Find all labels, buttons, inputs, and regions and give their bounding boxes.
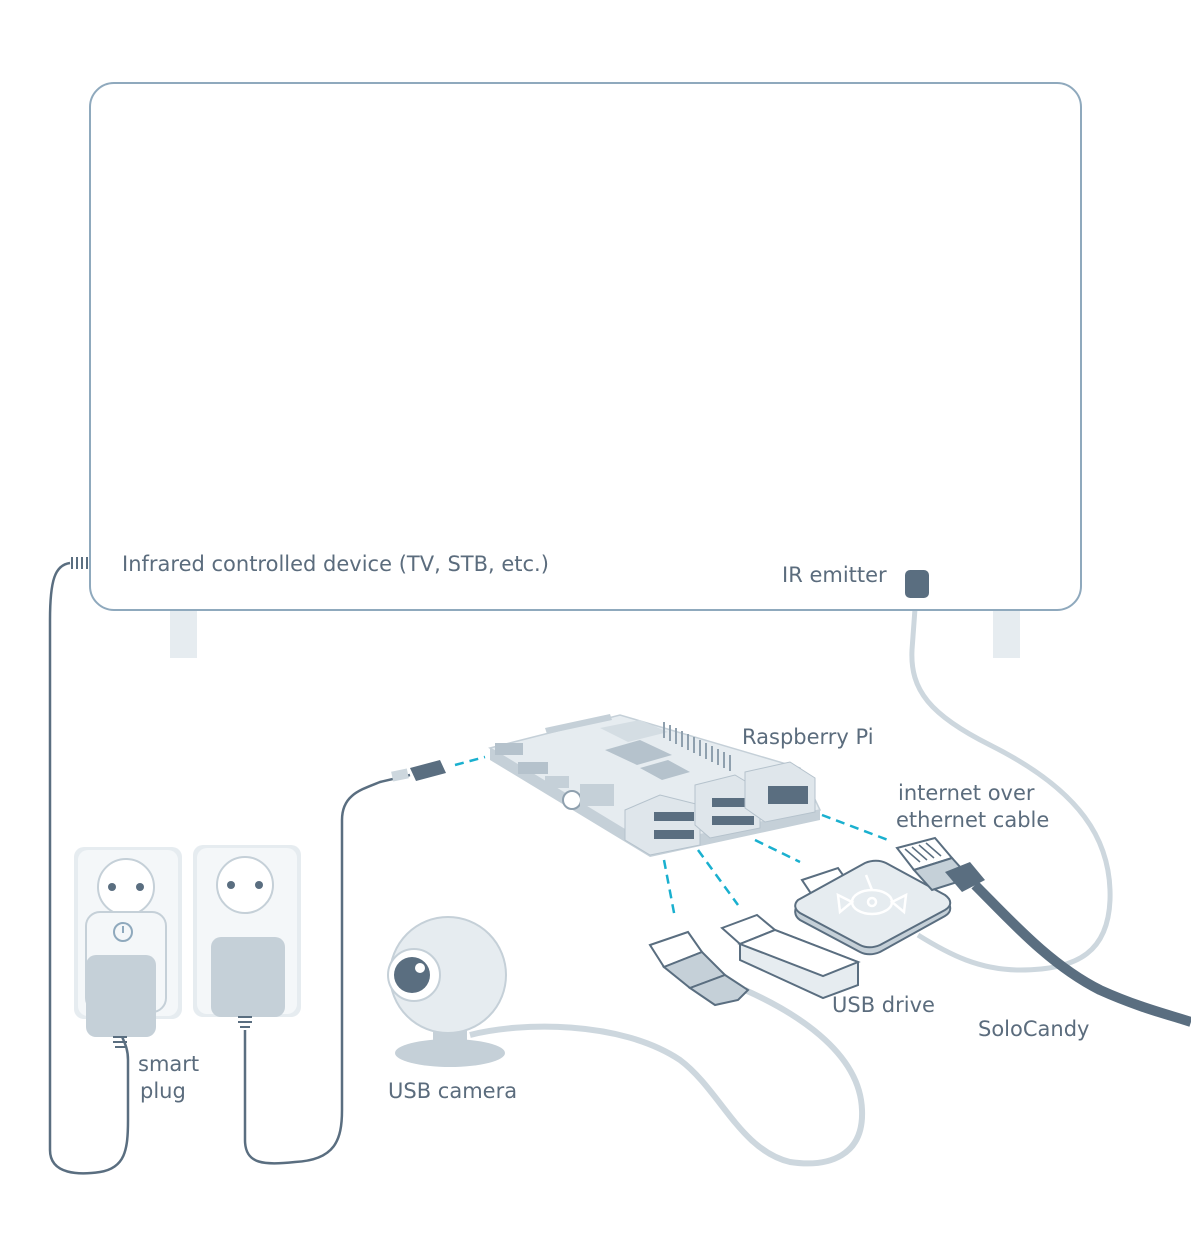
- solocandy-label: SoloCandy: [978, 1017, 1089, 1041]
- ethernet-cable: [971, 881, 1191, 1027]
- pi-audio-body: [580, 784, 614, 806]
- tv-power-cable: [48, 561, 130, 1175]
- pi-power-plug: [391, 760, 446, 782]
- smart-plug-cable-relief: [113, 1036, 127, 1048]
- pi-power-adapter: [211, 937, 285, 1017]
- pi-usb-block-2: [694, 774, 761, 839]
- smart-plug-adapter: [86, 955, 156, 1037]
- smart-plug-label-line1: smart: [138, 1052, 199, 1076]
- tv-stand-left: [170, 610, 197, 658]
- dashed-links: [454, 755, 889, 919]
- usb-camera-cable: [469, 987, 866, 1167]
- pi-micro-usb: [495, 743, 523, 755]
- usb-drive: [720, 913, 861, 1000]
- pi-chip-main: [605, 740, 672, 765]
- socket-icon: [216, 856, 274, 914]
- ir-emitter: [905, 570, 929, 598]
- pi-usb-block-1: [624, 794, 701, 856]
- usb-drive-label: USB drive: [832, 993, 935, 1017]
- pi-hdmi: [518, 762, 548, 774]
- link-solocandy: [754, 838, 801, 864]
- smart-plug: [85, 911, 167, 1048]
- socket-icon: [97, 858, 155, 916]
- raspberry-pi: [488, 714, 822, 857]
- pi-audio-jack: [562, 790, 582, 810]
- pi-chip-small: [640, 760, 690, 780]
- tv-screen: [89, 82, 1082, 611]
- pi-top-edge: [545, 714, 612, 734]
- link-usb-left: [662, 859, 677, 919]
- link-ethernet: [821, 813, 889, 842]
- camera-lens: [394, 957, 430, 993]
- raspberry-pi-label: Raspberry Pi: [742, 725, 874, 749]
- tv-stand-right: [993, 610, 1020, 658]
- usb-camera-plug: [648, 930, 750, 1007]
- link-usb-right: [696, 849, 740, 906]
- wall-socket-2: [193, 845, 301, 1028]
- link-power: [454, 755, 486, 767]
- tv-label: Infrared controlled device (TV, STB, etc…: [122, 552, 549, 576]
- pi-power-cable: [243, 773, 411, 1165]
- smart-plug-label-line2: plug: [140, 1079, 186, 1103]
- pi-ethernet-port: [744, 761, 816, 823]
- usb-camera: [387, 916, 507, 1067]
- pi-audio-box: [545, 776, 569, 788]
- tv-cable-connector: [71, 557, 88, 569]
- usb-camera-label: USB camera: [388, 1079, 517, 1103]
- candy-logo-icon: [836, 874, 908, 916]
- pi-chip-top: [600, 720, 668, 742]
- internet-label-line2: ethernet cable: [896, 808, 1049, 832]
- camera-lens-highlight: [415, 963, 425, 973]
- internet-label-line1: internet over: [898, 781, 1035, 805]
- pi-gpio-pins: [663, 722, 731, 771]
- camera-base: [395, 1039, 505, 1067]
- ir-emitter-cable: [909, 594, 1113, 973]
- ir-emitter-label: IR emitter: [782, 563, 887, 587]
- ethernet-plug: [895, 836, 985, 892]
- solocandy-device: [794, 859, 952, 956]
- power-icon: [113, 922, 133, 942]
